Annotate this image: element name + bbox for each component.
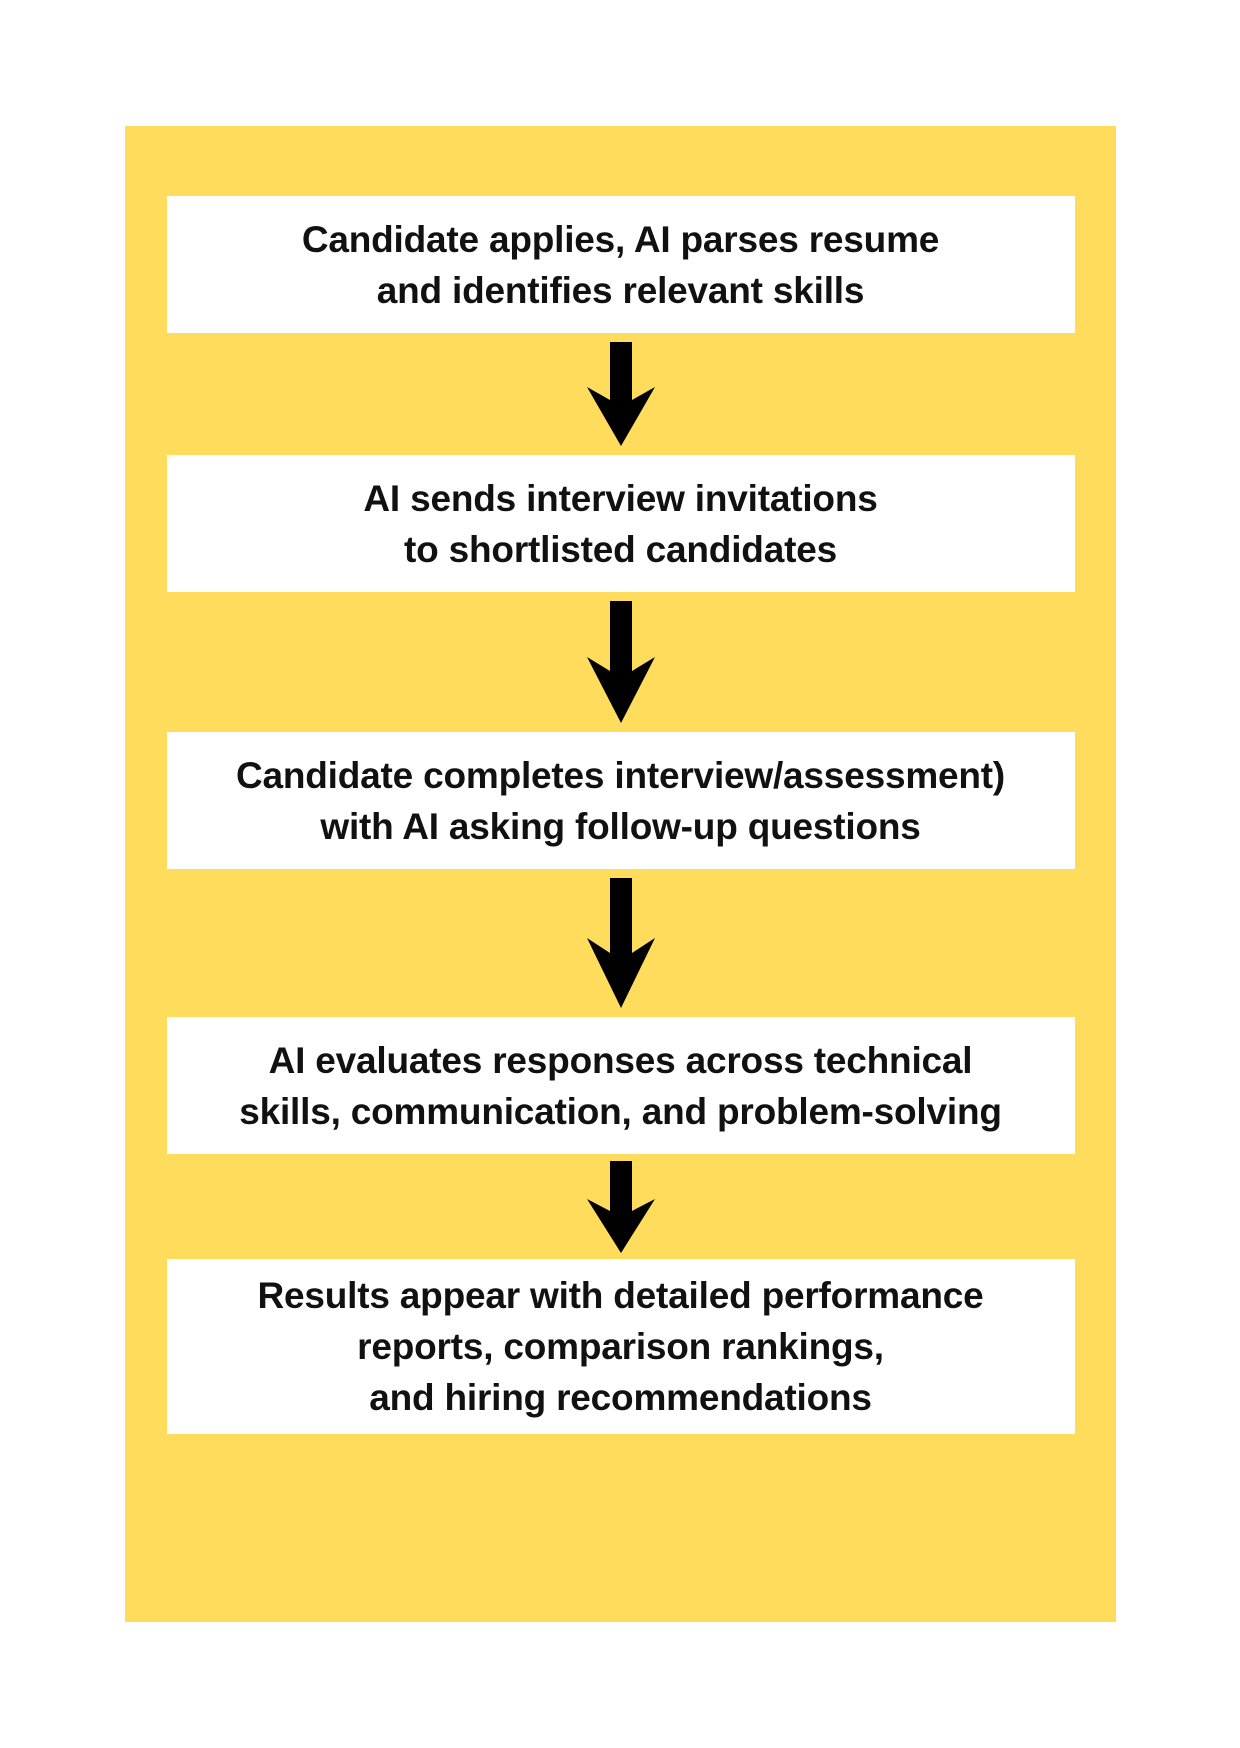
- flow-step-line: reports, comparison rankings,: [357, 1326, 884, 1367]
- flow-step-candidate-applies[interactable]: Candidate applies, AI parses resume and …: [166, 196, 1075, 333]
- flow-step-line: skills, communication, and problem-solvi…: [239, 1090, 1002, 1132]
- flow-step-line: to shortlisted candidates: [404, 528, 837, 570]
- flow-step-ai-evaluates-responses[interactable]: AI evaluates responses across technical …: [166, 1017, 1075, 1154]
- flow-step-line: and identifies relevant skills: [376, 269, 865, 311]
- flow-step-line: Results appear with detailed performance: [257, 1275, 984, 1316]
- flow-step-line: Candidate applies, AI parses resume: [301, 218, 940, 260]
- down-arrow-icon: [586, 1160, 655, 1253]
- connector-arrow-4: [125, 1154, 1116, 1259]
- flow-step-ai-sends-invitations[interactable]: AI sends interview invitations to shortl…: [166, 455, 1075, 592]
- flowchart-panel: Candidate applies, AI parses resume and …: [125, 126, 1116, 1622]
- flow-step-candidate-completes-interview[interactable]: Candidate completes interview/assessment…: [166, 732, 1075, 869]
- connector-arrow-1: [125, 333, 1116, 455]
- down-arrow-icon: [586, 601, 655, 723]
- flow-step-line: and hiring recommendations: [369, 1377, 872, 1418]
- connector-arrow-2: [125, 592, 1116, 732]
- down-arrow-icon: [586, 878, 655, 1008]
- flow-step-line: AI evaluates responses across technical: [268, 1039, 973, 1081]
- flow-step-line: AI sends interview invitations: [363, 477, 878, 519]
- flow-step-results-appear[interactable]: Results appear with detailed performance…: [166, 1259, 1075, 1434]
- connector-arrow-3: [125, 869, 1116, 1017]
- flow-step-line: Candidate completes interview/assessment…: [235, 754, 1006, 796]
- down-arrow-icon: [586, 342, 655, 446]
- flow-step-line: with AI asking follow-up questions: [320, 805, 921, 847]
